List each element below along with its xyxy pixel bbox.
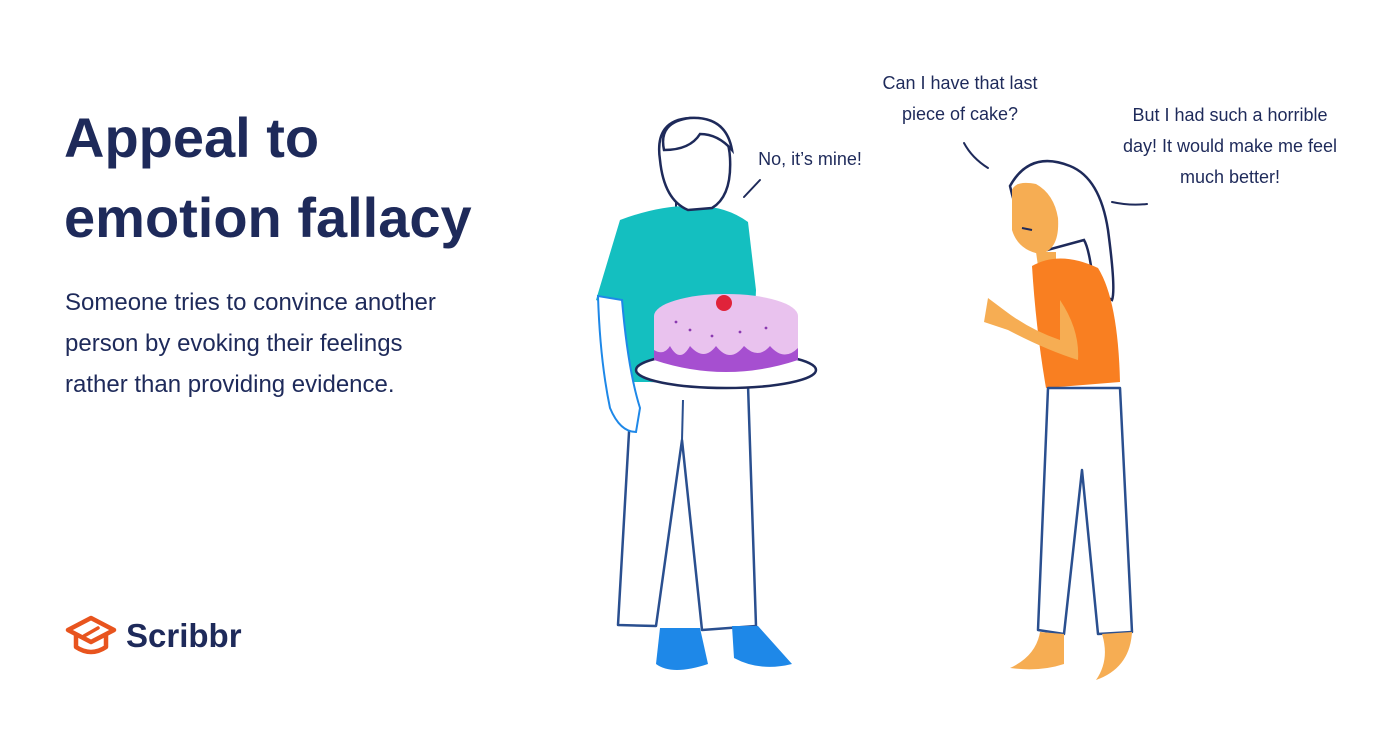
speech-woman-first: Can I have that last piece of cake?	[860, 68, 1060, 130]
definition-line-3: rather than providing evidence.	[65, 371, 395, 398]
title-line-1: Appeal to	[64, 106, 320, 169]
speech-woman-second-line-1: But I had such a horrible	[1132, 105, 1328, 125]
speech-tick-man	[743, 179, 761, 198]
speech-woman-first-line-2: piece of cake?	[901, 104, 1019, 124]
speech-woman-second: But I had such a horrible day! It would …	[1100, 100, 1360, 193]
speech-man-line-1: No, it’s mine!	[758, 149, 862, 169]
scribbr-logo: Scribbr	[64, 612, 242, 660]
speech-tick-woman-second	[1111, 201, 1148, 206]
speech-man: No, it’s mine!	[740, 144, 880, 175]
definition-text: Someone tries to convince another person…	[65, 282, 535, 405]
cake-icon	[654, 294, 798, 372]
speech-woman-second-line-3: much better!	[1179, 167, 1281, 187]
title-line-2: emotion fallacy	[64, 186, 472, 249]
page-title: Appeal to emotion fallacy	[64, 98, 584, 258]
speech-woman-first-line-1: Can I have that last	[882, 73, 1038, 93]
man-holding-cake-icon	[596, 116, 818, 670]
definition-line-1: Someone tries to convince another	[65, 289, 436, 316]
definition-line-2: person by evoking their feelings	[65, 330, 403, 357]
speech-tick-woman-first	[963, 142, 989, 169]
brand-name: Scribbr	[126, 617, 242, 654]
woman-pleading-icon	[984, 159, 1134, 680]
graduation-cap-icon	[65, 615, 117, 655]
speech-woman-second-line-2: day! It would make me feel	[1122, 136, 1338, 156]
